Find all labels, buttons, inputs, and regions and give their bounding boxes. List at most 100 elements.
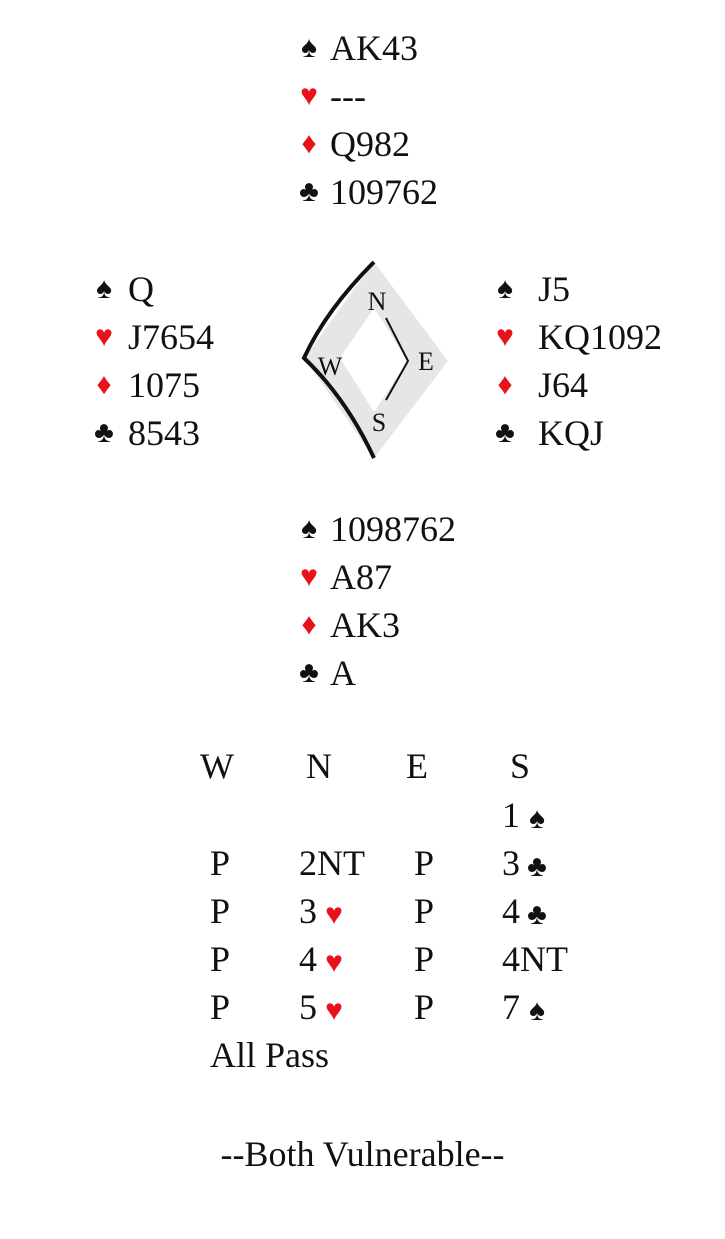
north-clubs-row: ♣ 109762 bbox=[298, 164, 438, 212]
south-spades: 1098762 bbox=[330, 508, 456, 549]
east-hand: ♠ J5 ♥ KQ1092 ♦ J64 ♣ KQJ bbox=[494, 261, 662, 453]
compass-diamond-inner bbox=[340, 308, 408, 412]
east-spades: J5 bbox=[538, 268, 571, 309]
south-clubs-row: ♣A bbox=[298, 645, 456, 693]
heart-icon: ♥ bbox=[95, 319, 113, 353]
club-icon: ♣ bbox=[299, 655, 319, 689]
auction-bid-north: 2NT bbox=[299, 839, 365, 887]
west-diamonds: 1075 bbox=[128, 364, 200, 405]
compass-diamond: N E S W bbox=[301, 260, 448, 459]
bid-text: P bbox=[210, 891, 231, 931]
bid-text: 5 bbox=[299, 987, 317, 1027]
bid-text: 7 bbox=[502, 987, 520, 1027]
north-hearts: --- bbox=[330, 75, 366, 116]
auction-header-south: S bbox=[510, 746, 531, 786]
south-hearts-row: ♥ A87 bbox=[298, 549, 456, 597]
west-diamonds-row: ♦ 1075 bbox=[93, 357, 214, 405]
auction-bid-west: P bbox=[210, 887, 230, 935]
bid-text: P bbox=[414, 891, 435, 931]
south-hand: ♠ 1098762 ♥ A87 ♦AK3 ♣A bbox=[298, 501, 456, 693]
south-spades-row: ♠ 1098762 bbox=[298, 501, 456, 549]
east-hearts-row: ♥ KQ1092 bbox=[494, 309, 662, 357]
club-icon: ♣ bbox=[94, 415, 114, 449]
auction-bid-west: P bbox=[210, 935, 230, 983]
spade-icon: ♠ bbox=[301, 30, 317, 64]
auction-bid-south: 4NT bbox=[502, 935, 568, 983]
diamond-icon: ♦ bbox=[301, 126, 317, 160]
auction-bid-north: 5♥ bbox=[299, 983, 345, 1031]
auction-header-east: E bbox=[406, 746, 428, 786]
bid-text: 2NT bbox=[299, 843, 365, 883]
east-hearts: KQ1092 bbox=[538, 316, 662, 357]
club-icon: ♣ bbox=[299, 174, 319, 208]
west-hand: ♠Q ♥J7654 ♦1075 ♣8543 bbox=[93, 261, 214, 453]
west-spades: Q bbox=[128, 268, 154, 309]
east-spades-row: ♠ J5 bbox=[494, 261, 662, 309]
east-clubs-row: ♣ KQJ bbox=[494, 405, 662, 453]
spade-icon: ♠ bbox=[497, 271, 513, 305]
bid-text: P bbox=[210, 843, 231, 883]
auction-bid-east: P bbox=[414, 935, 434, 983]
diamond-icon: ♦ bbox=[96, 367, 112, 401]
south-hearts: A87 bbox=[330, 556, 392, 597]
bid-text: P bbox=[414, 939, 435, 979]
west-hearts: J7654 bbox=[128, 316, 215, 357]
bid-text: 3 bbox=[502, 843, 520, 883]
bid-text: 1 bbox=[502, 795, 520, 835]
club-icon: ♣ bbox=[495, 415, 515, 449]
compass-west-stroke bbox=[301, 260, 376, 459]
north-hearts-row: ♥ --- bbox=[298, 68, 438, 116]
spade-icon: ♠ bbox=[529, 801, 545, 835]
compass-north-label: N bbox=[368, 287, 387, 316]
club-icon: ♣ bbox=[527, 849, 547, 883]
bid-text: P bbox=[210, 939, 231, 979]
heart-icon: ♥ bbox=[325, 897, 343, 931]
bid-text: P bbox=[210, 987, 231, 1027]
west-hearts-row: ♥ J7654 bbox=[93, 309, 214, 357]
north-spades-row: ♠ AK43 bbox=[298, 20, 438, 68]
bid-text: P bbox=[414, 987, 435, 1027]
heart-icon: ♥ bbox=[496, 319, 514, 353]
spade-icon: ♠ bbox=[96, 271, 112, 305]
bid-text: 4NT bbox=[502, 939, 568, 979]
auction-bid-south: 1♠ bbox=[502, 791, 548, 839]
compass-south-label: S bbox=[372, 408, 386, 437]
compass-east-label: E bbox=[418, 347, 434, 376]
north-clubs: 109762 bbox=[330, 171, 438, 212]
spade-icon: ♠ bbox=[301, 511, 317, 545]
west-spades-row: ♠Q bbox=[93, 261, 214, 309]
heart-icon: ♥ bbox=[300, 78, 318, 112]
auction-bid-north: 3♥ bbox=[299, 887, 345, 935]
auction-bid-west: P bbox=[210, 983, 230, 1031]
heart-icon: ♥ bbox=[300, 559, 318, 593]
club-icon: ♣ bbox=[527, 897, 547, 931]
compass-inner-stroke bbox=[385, 317, 410, 401]
bid-text: 3 bbox=[299, 891, 317, 931]
auction-header-north: N bbox=[306, 746, 332, 786]
auction-final: All Pass bbox=[210, 1035, 330, 1075]
auction-bid-south: 3♣ bbox=[502, 839, 548, 887]
heart-icon: ♥ bbox=[325, 993, 343, 1027]
west-clubs-row: ♣ 8543 bbox=[93, 405, 214, 453]
auction-bid-west: P bbox=[210, 839, 230, 887]
north-diamonds-row: ♦ Q982 bbox=[298, 116, 438, 164]
west-clubs: 8543 bbox=[128, 412, 200, 453]
north-spades: AK43 bbox=[330, 27, 418, 68]
diamond-icon: ♦ bbox=[497, 367, 513, 401]
auction-bid-east: P bbox=[414, 839, 434, 887]
heart-icon: ♥ bbox=[325, 945, 343, 979]
east-diamonds: J64 bbox=[538, 364, 589, 405]
spade-icon: ♠ bbox=[529, 993, 545, 1027]
bid-text: 4 bbox=[502, 891, 520, 931]
north-hand: ♠ AK43 ♥ --- ♦ Q982 ♣ 109762 bbox=[298, 20, 438, 212]
east-clubs: KQJ bbox=[538, 412, 605, 453]
auction-bid-south: 4♣ bbox=[502, 887, 548, 935]
south-diamonds-row: ♦AK3 bbox=[298, 597, 456, 645]
north-diamonds: Q982 bbox=[330, 123, 410, 164]
compass-west-label: W bbox=[318, 352, 343, 381]
vulnerability-note: --Both Vulnerable-- bbox=[220, 1134, 505, 1174]
east-diamonds-row: ♦ J64 bbox=[494, 357, 662, 405]
bid-text: P bbox=[414, 843, 435, 883]
auction-bid-east: P bbox=[414, 983, 434, 1031]
auction-header-west: W bbox=[200, 746, 234, 786]
